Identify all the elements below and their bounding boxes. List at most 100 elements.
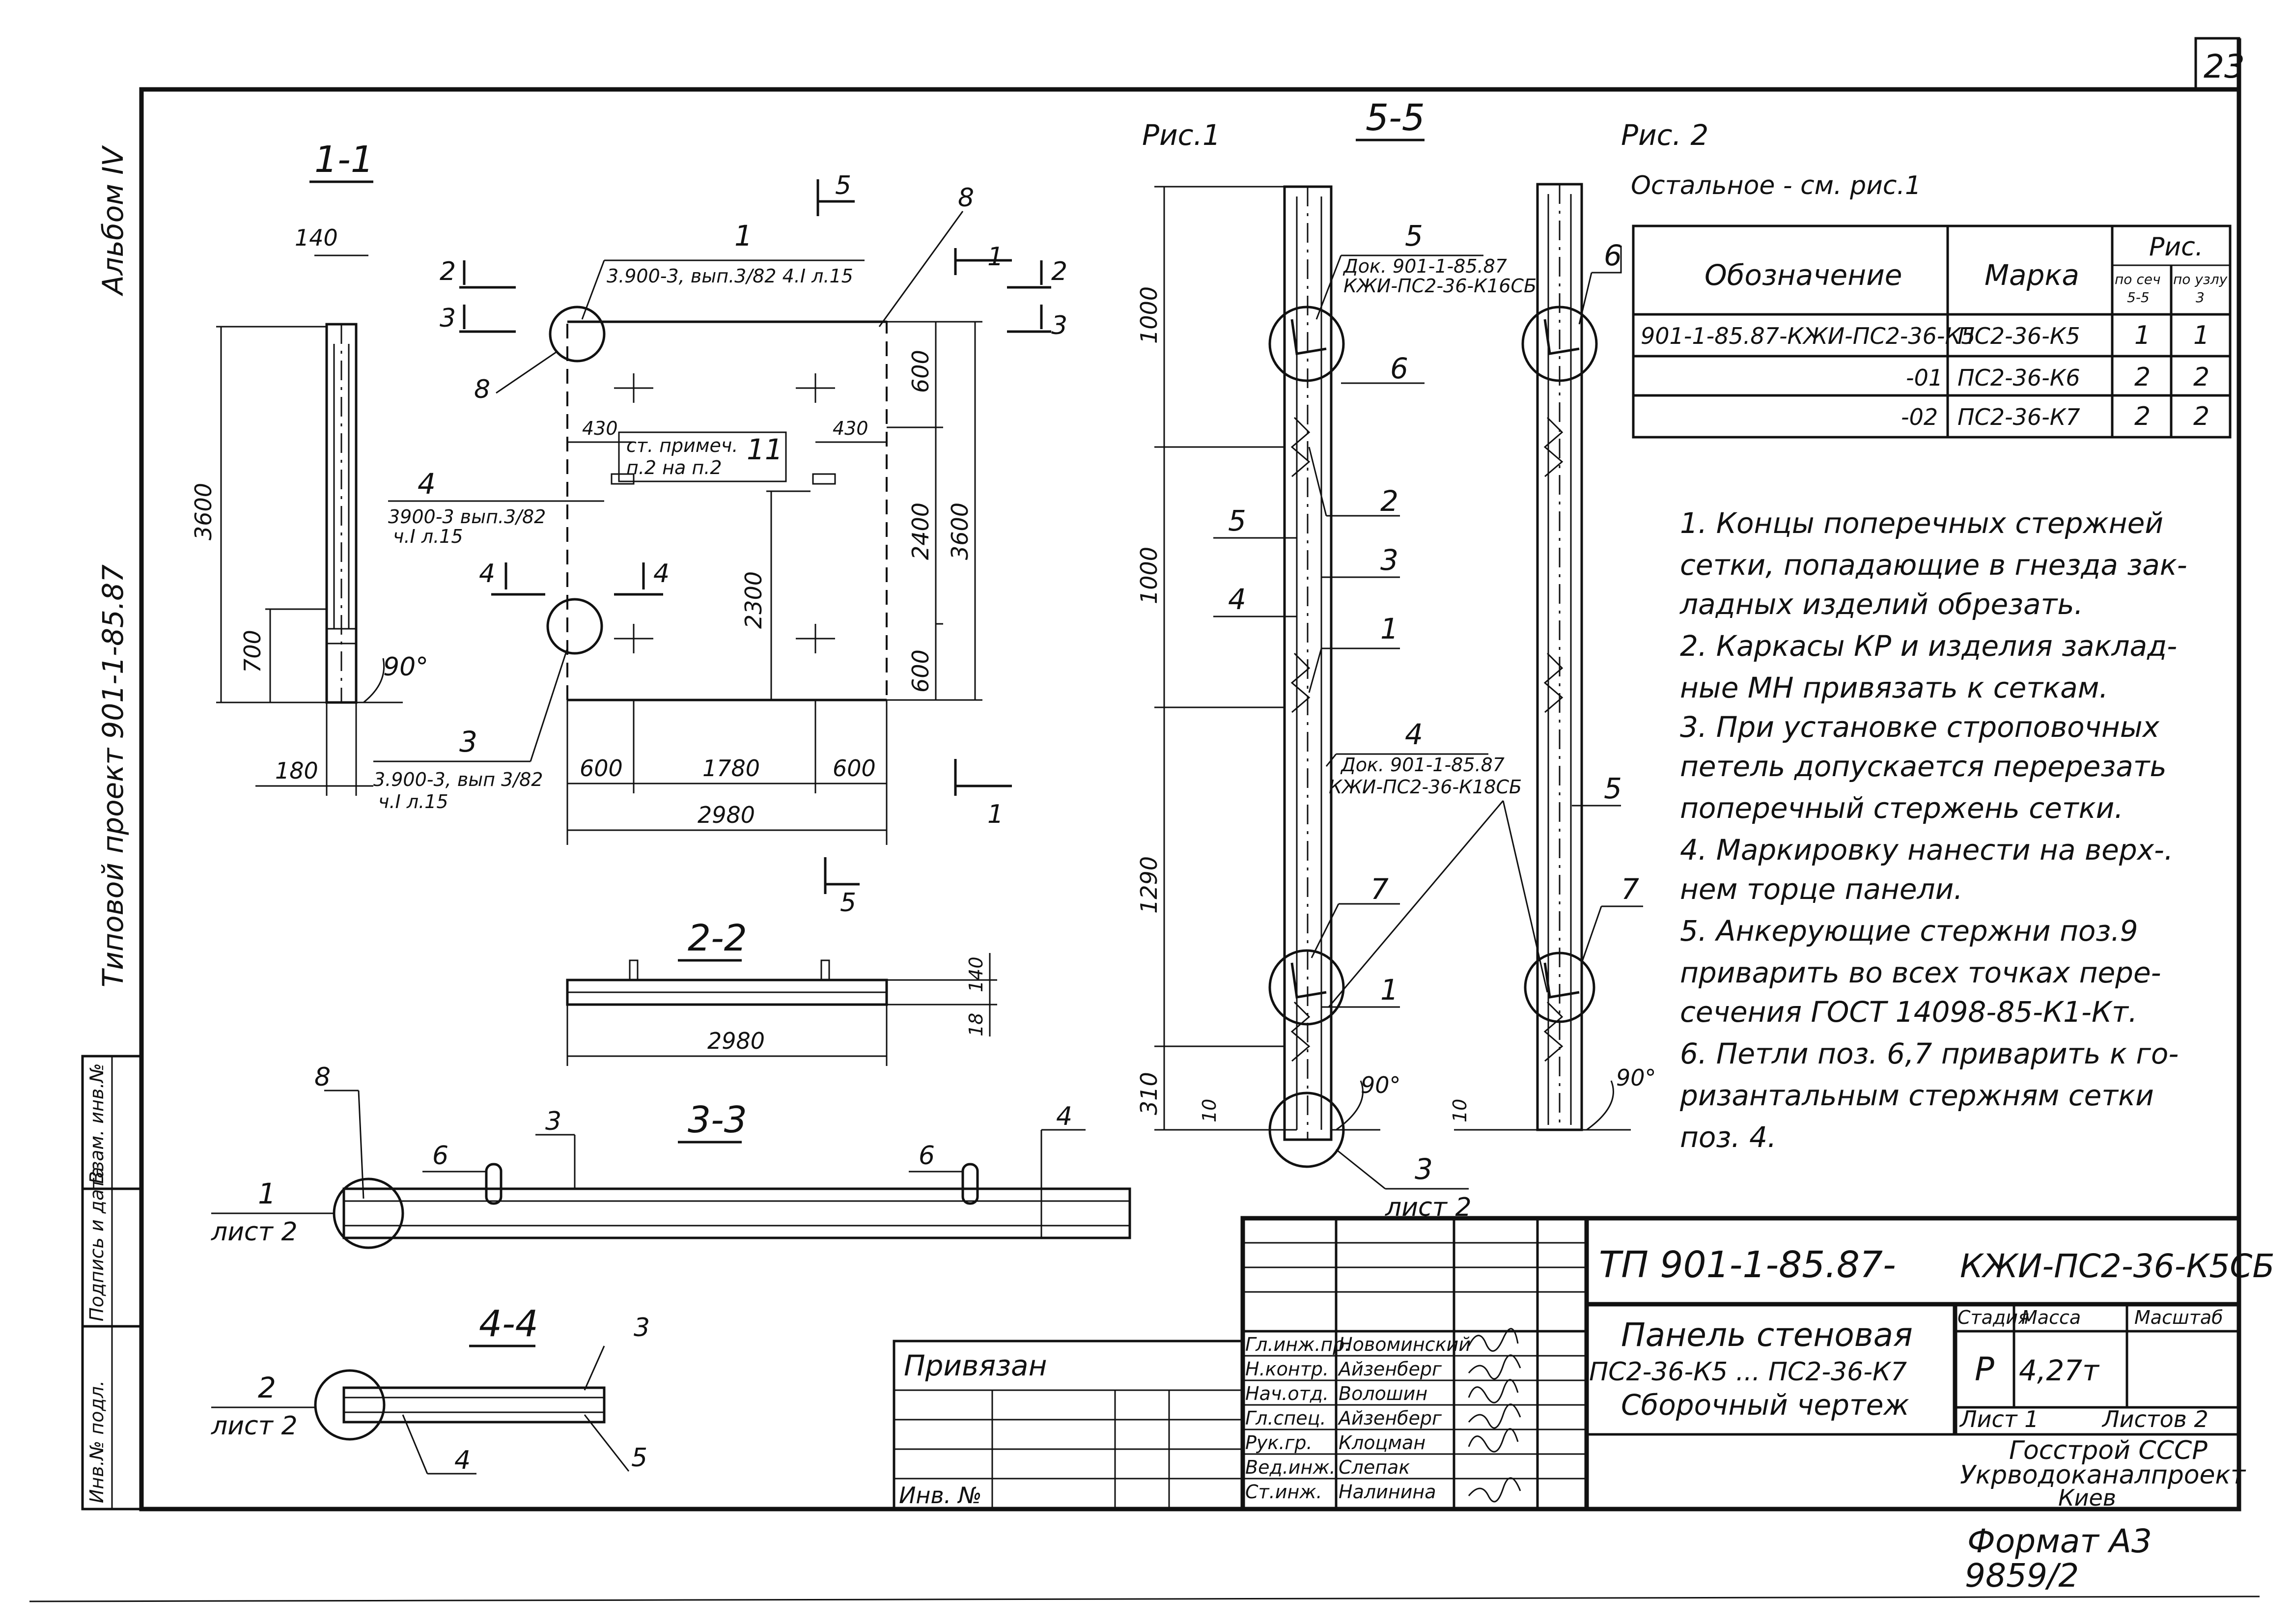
- cut-2-right: 2: [1051, 257, 1067, 286]
- panel-elevation: 1 3.900-3, вып.3/82 4.I л.15 8 8 4 3900-…: [373, 171, 1067, 918]
- role-2: Н.контр.: [1245, 1358, 1329, 1380]
- name-7: Налинина: [1339, 1481, 1436, 1503]
- row1-designation: 901-1-85.87-КЖИ-ПС2-36-К5: [1641, 323, 1975, 349]
- dim-600-bottom: 600: [907, 649, 934, 693]
- stamp-sign-date: Подпись и дата: [86, 1167, 108, 1321]
- callout-4-fig1: 4: [1405, 718, 1423, 751]
- org-2: Укрводоканалпроект: [1960, 1460, 2246, 1490]
- note-line-6: 3. При установке строповочных: [1680, 710, 2160, 744]
- row2-mark: ПС2-36-К6: [1957, 364, 2080, 391]
- note-line-7: петель допускается перерезать: [1680, 750, 2167, 783]
- note-line-8: поперечный стержень сетки.: [1680, 791, 2124, 825]
- th-fig-sub1b: 5-5: [2127, 289, 2150, 306]
- callout-3b-fig1: 3: [1415, 1152, 1433, 1186]
- fig-1-label: Рис.1: [1142, 118, 1221, 152]
- note-line-1: 1. Концы поперечных стержней: [1680, 506, 2163, 540]
- callout-5-ref2: КЖИ-ПС2-36-К16СБ: [1343, 275, 1537, 297]
- section-4-4-title: 4-4: [479, 1303, 538, 1345]
- mass-value: 4,27т: [2019, 1354, 2100, 1387]
- callout-4-ref1: Док. 901-1-85.87: [1340, 754, 1505, 776]
- callout-1-ref: 3.900-3, вып.3/82 4.I л.15: [607, 265, 853, 287]
- callout-2-sheet-44: лист 2: [211, 1411, 298, 1441]
- inv-label: Инв. №: [899, 1482, 982, 1509]
- section-5-5-title: 5-5: [1366, 97, 1425, 139]
- callout-7-fig2: 7: [1621, 872, 1639, 906]
- doc-name-2: ПС2-36-К5 ... ПС2-36-К7: [1589, 1357, 1907, 1387]
- row3-f1: 2: [2134, 402, 2151, 431]
- note-line-9: 4. Маркировку нанести на верх-.: [1680, 833, 2173, 867]
- role-3: Нач.отд.: [1245, 1383, 1329, 1404]
- callout-11-ref2: п.2 на п.2: [626, 457, 722, 478]
- callout-6a-33: 6: [432, 1141, 448, 1171]
- row2-designation: -01: [1906, 364, 1943, 391]
- note-line-11: 5. Анкерующие стержни поз.9: [1680, 914, 2138, 948]
- note-line-3: ладных изделий обрезать.: [1679, 588, 2083, 621]
- th-fig-sub2b: 3: [2196, 289, 2205, 306]
- dim-140: 140: [295, 224, 338, 251]
- callout-6-fig1: 6: [1390, 352, 1408, 385]
- callout-11: 11: [747, 433, 783, 466]
- note-line-2: сетки, попадающие в гнезда зак-: [1680, 548, 2187, 582]
- callout-5-ref1: Док. 901-1-85.87: [1342, 255, 1507, 277]
- angle-90: 90°: [383, 652, 428, 682]
- stage-value: Р: [1975, 1350, 1994, 1388]
- dim-430-left: 430: [582, 418, 618, 439]
- cut-5-bottom: 5: [840, 888, 856, 918]
- bottom-edge: [29, 1596, 2260, 1602]
- album-label: Альбом IV: [96, 145, 130, 297]
- section-3-3-title: 3-3: [688, 1099, 747, 1141]
- cut-4-left: 4: [479, 559, 495, 588]
- name-2: Айзенберг: [1337, 1358, 1442, 1380]
- fig-2-label: Рис. 2: [1621, 118, 1708, 152]
- note-line-15: ризантальным стержням сетки: [1679, 1079, 2154, 1112]
- dim-1290: 1290: [1136, 856, 1162, 914]
- callout-4-side: 4: [1228, 583, 1246, 616]
- callout-4-ref2: ч.I л.15: [393, 526, 463, 547]
- callout-5-fig2: 5: [1604, 772, 1622, 805]
- role-6: Вед.инж.: [1245, 1456, 1336, 1478]
- project-label: Типовой проект 901-1-85.87: [96, 564, 130, 987]
- dim-3600: 3600: [947, 503, 973, 560]
- section-1-1-title: 1-1: [314, 139, 374, 181]
- callout-2-44: 2: [258, 1371, 276, 1404]
- stage-header: Стадия: [1957, 1307, 2029, 1328]
- callout-8-left: 8: [474, 375, 490, 404]
- general-notes: 1. Концы поперечных стержней сетки, попа…: [1679, 506, 2187, 1154]
- dim-3600: 3600: [190, 483, 217, 540]
- name-6: Слепак: [1339, 1456, 1410, 1478]
- callout-3: 3: [459, 725, 477, 758]
- cut-3-left: 3: [440, 304, 456, 333]
- row2-f1: 2: [2134, 363, 2151, 392]
- title-block: Привязан Инв. № Гл.инж.пр. Новоминский Н…: [893, 1216, 2275, 1512]
- note-line-4: 2. Каркасы КР и изделия заклад-: [1680, 629, 2177, 663]
- callout-3-fig1: 3: [1380, 543, 1398, 577]
- dim-1000-b: 1000: [1136, 547, 1162, 604]
- dim-10-fig1: 10: [1199, 1099, 1220, 1122]
- row1-f1: 1: [2134, 321, 2151, 350]
- role-5: Рук.гр.: [1245, 1432, 1313, 1454]
- dim-180: 180: [275, 757, 318, 784]
- th-fig-sub1a: по сеч: [2115, 271, 2161, 287]
- dim-2980-22: 2980: [707, 1028, 765, 1054]
- dim-2300: 2300: [740, 571, 767, 629]
- marks-table: Обозначение Марка Рис. по сеч 5-5 по узл…: [1632, 224, 2232, 439]
- org-1: Госстрой СССР: [2009, 1436, 2208, 1465]
- left-margin: Альбом IV Типовой проект 901-1-85.87 Инв…: [81, 145, 143, 1511]
- cut-5-top: 5: [835, 171, 851, 200]
- note-line-14: 6. Петли поз. 6,7 приварить к го-: [1680, 1037, 2179, 1070]
- th-designation: Обозначение: [1705, 258, 1902, 292]
- th-fig: Рис.: [2149, 232, 2203, 262]
- scale-header: Масштаб: [2134, 1307, 2223, 1328]
- callout-8-top: 8: [958, 183, 974, 213]
- callout-1-33: 1: [258, 1177, 276, 1210]
- callout-1: 1: [734, 219, 753, 252]
- th-mark: Марка: [1985, 258, 2079, 292]
- page-number: 23: [2204, 48, 2245, 85]
- section-2-2-title: 2-2: [688, 917, 747, 959]
- role-4: Гл.спец.: [1245, 1407, 1326, 1429]
- callout-4-44: 4: [454, 1446, 471, 1475]
- callout-8-33: 8: [314, 1063, 331, 1092]
- dim-10-fig2: 10: [1449, 1099, 1471, 1122]
- dim-140-22: 140: [965, 956, 987, 992]
